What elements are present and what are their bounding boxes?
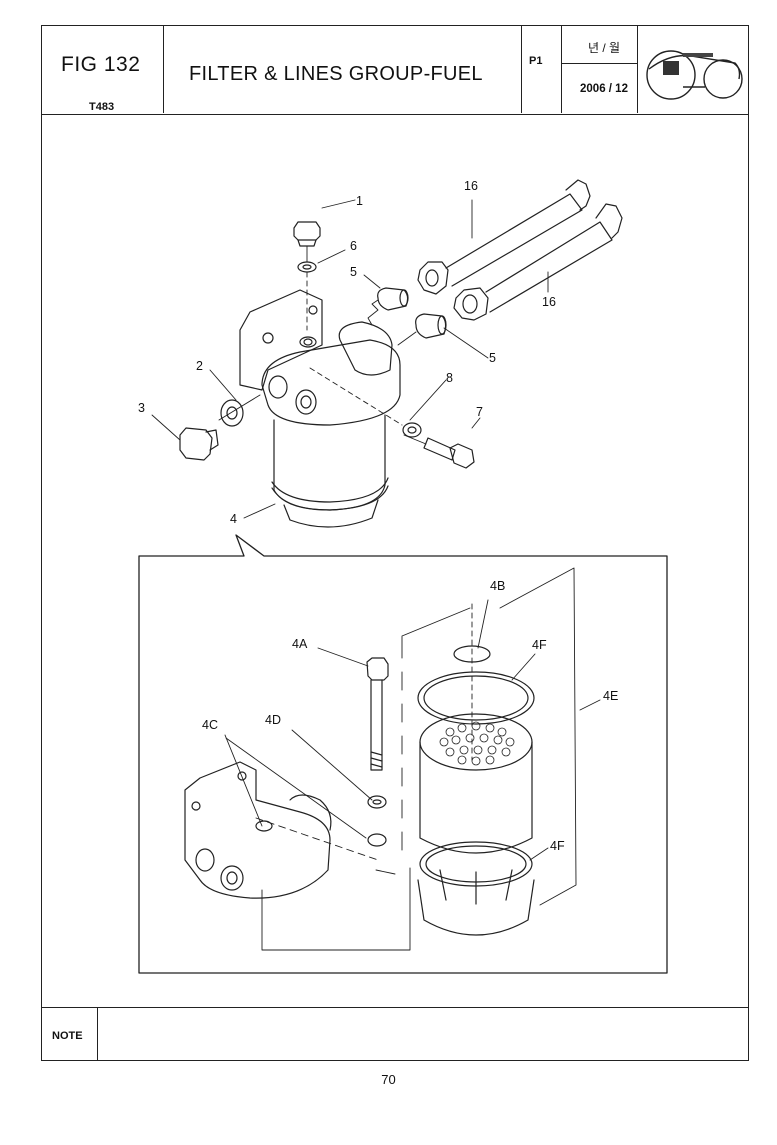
divider [163,25,164,113]
fuel-filter-assembly [239,289,401,528]
callout-16: 16 [464,179,478,193]
callout-2: 2 [196,359,203,373]
model-code: T483 [89,101,115,113]
page-frame [41,25,749,1061]
callout-7: 7 [476,405,483,419]
issue-date: 2006 / 12 [580,83,628,95]
page-title: FILTER & LINES GROUP-FUEL [189,63,483,85]
callout-4a: 4A [292,637,308,651]
header-block: FIG 132 T483 FILTER & LINES GROUP-FUEL P… [41,25,749,115]
sleeve [415,313,447,339]
detail-inset-frame [138,534,668,974]
page-code: P1 [529,55,543,67]
washer [402,422,422,438]
callout-4d: 4D [265,713,281,727]
washer [367,795,387,809]
callout-8: 8 [446,371,453,385]
tractor-icon [646,50,743,100]
callout-1: 1 [356,194,363,208]
divider [97,1008,98,1060]
callout-4: 4 [230,512,237,526]
note-label: NOTE [52,1030,83,1042]
washer [297,261,317,273]
year-month-label: 년 / 월 [587,41,621,55]
drain-plug [179,427,219,461]
divider [561,63,637,64]
bleed-plug [293,221,321,247]
divider [561,25,562,113]
figure-number: FIG 132 [61,53,141,76]
callout-5: 5 [489,351,496,365]
callout-4f: 4F [532,638,547,652]
fuel-line [453,203,623,321]
note-section: NOTE [41,1007,749,1061]
callout-6: 6 [350,239,357,253]
washer [220,399,244,427]
callout-16: 16 [542,295,556,309]
divider [637,25,638,113]
callout-4c: 4C [202,718,218,732]
callout-5: 5 [350,265,357,279]
filter-head [184,761,332,899]
callout-4b: 4B [490,579,505,593]
hex-bolt [423,437,475,469]
callout-4f: 4F [550,839,565,853]
long-bolt [366,657,389,771]
page-number: 70 [381,1072,396,1087]
divider [521,25,522,113]
sleeve [377,287,409,311]
filter-element [417,645,535,936]
o-ring [367,833,387,847]
callout-3: 3 [138,401,145,415]
callout-4e: 4E [603,689,618,703]
fuel-line [417,179,591,295]
